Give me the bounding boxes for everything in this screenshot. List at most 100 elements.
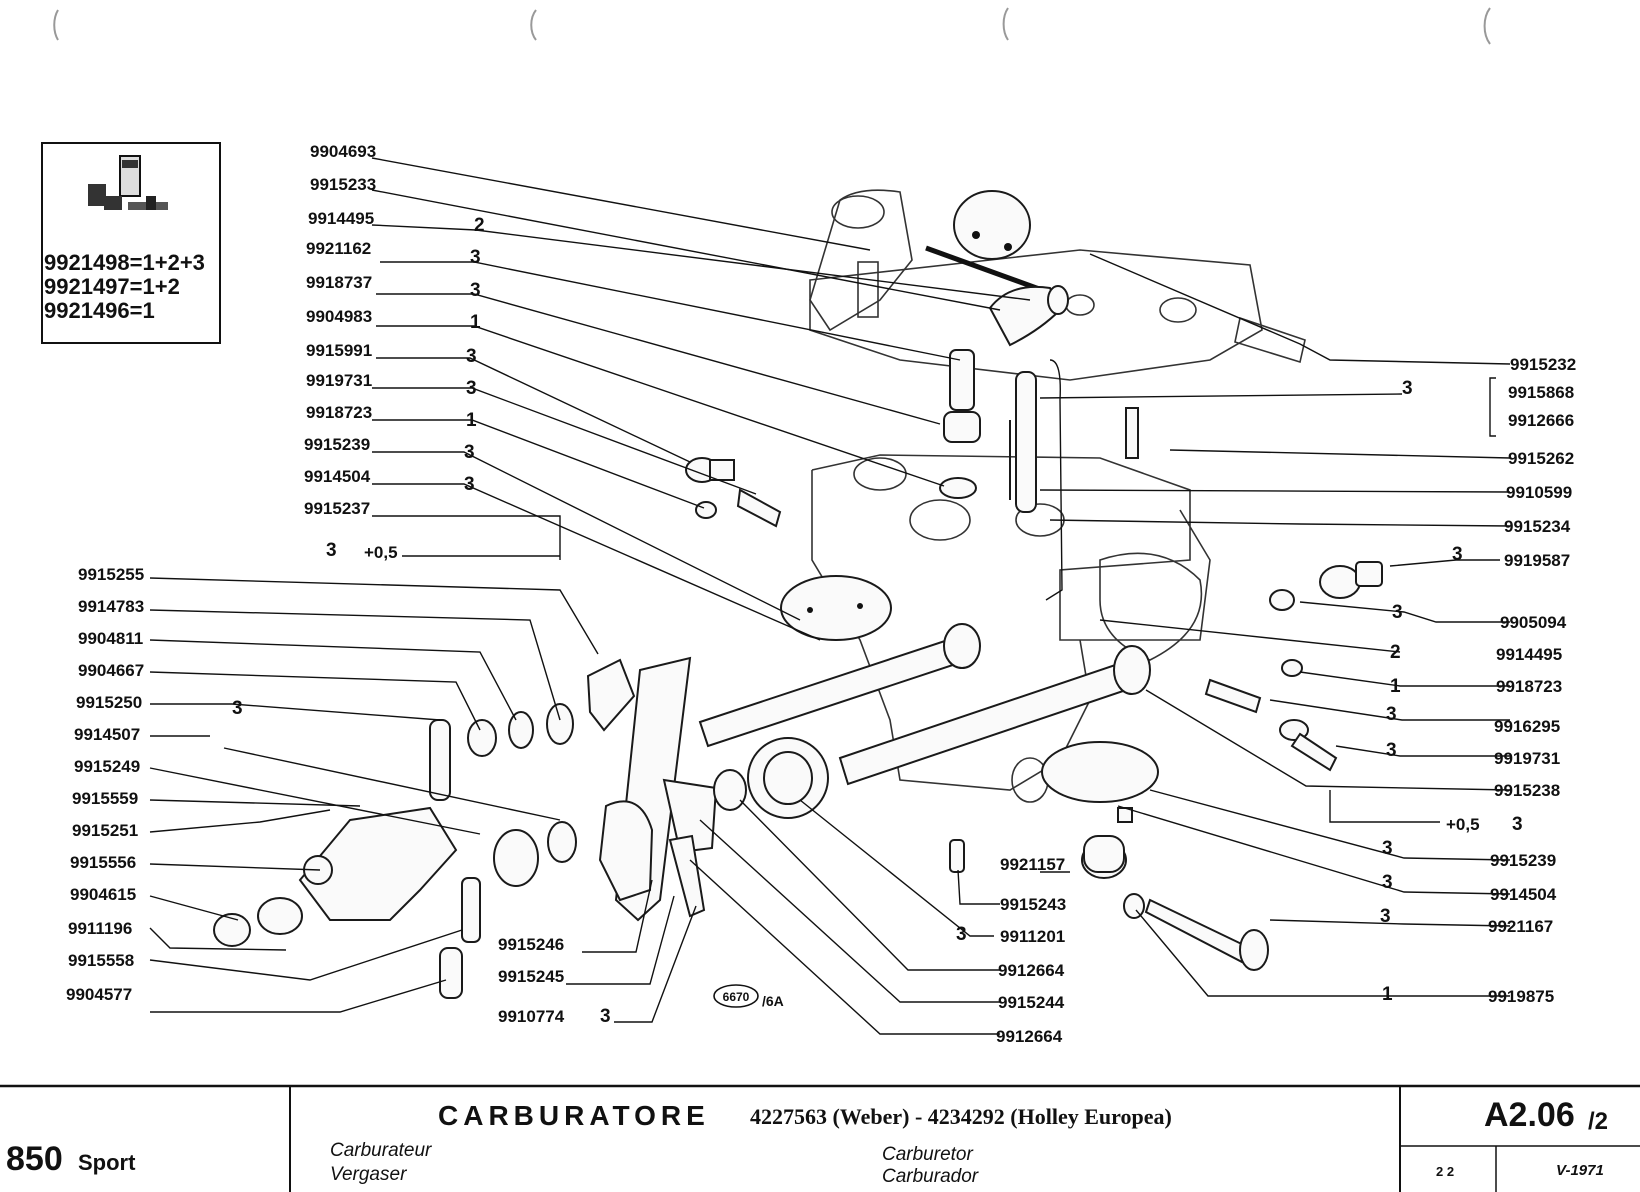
callout-qty: 3	[466, 378, 477, 399]
callout-pn: 9914495	[1496, 645, 1562, 664]
page-subtitle: 4227563 (Weber) - 4234292 (Holley Europe…	[750, 1104, 1172, 1129]
throttle-plate-upper	[925, 190, 1069, 347]
figure-reference: 6670 /6A	[713, 984, 784, 1009]
callout-pn: 9912664	[996, 1027, 1063, 1046]
callout-qty: 3	[1386, 704, 1397, 725]
callout-pn: 9911201	[1000, 927, 1065, 946]
callout-pn: 9915246	[498, 935, 564, 954]
footer-frame	[0, 1084, 1640, 1192]
callout-pn: 9915868	[1508, 383, 1574, 402]
callout-pn: 9915991	[306, 341, 372, 360]
callout-pn: 9912664	[998, 961, 1065, 980]
callout-pn: 9904577	[66, 985, 132, 1004]
callout-pn: 9904983	[306, 307, 372, 326]
callout-pn: 9915249	[74, 757, 140, 776]
title-fr: Carburateur	[330, 1140, 432, 1161]
callouts-middle: 9921157 9915243 9911201 3 9912664 991524…	[956, 855, 1066, 1046]
callout-pn: 9915245	[498, 967, 564, 986]
callout-pn: 9914507	[74, 725, 140, 744]
callout-pn: 9912666	[1508, 411, 1574, 430]
kit-line-3: 9921496=1	[44, 298, 155, 323]
callout-pn: 9918723	[306, 403, 372, 422]
callout-pn: 9919875	[1488, 987, 1554, 1006]
edition-date: V-1971	[1556, 1162, 1604, 1179]
callout-pn: 9919731	[1494, 749, 1560, 768]
callout-pn: 9919731	[306, 371, 372, 390]
callouts-right: 9915232 9915868 3 9912666 9915262 991059…	[1380, 355, 1576, 1006]
page-title: CARBURATORE	[438, 1100, 710, 1131]
throttle-shafts	[698, 420, 1159, 803]
callout-qty: 3	[1392, 602, 1403, 623]
callout-pn: 9915558	[68, 951, 134, 970]
callout-qty: 3	[1380, 906, 1391, 927]
callout-qty: 3	[464, 442, 475, 463]
figure-suffix: /6A	[762, 993, 784, 1009]
callout-pn: 9915239	[1490, 851, 1556, 870]
callout-pn: 9915251	[72, 821, 138, 840]
page-code: A2.06	[1484, 1096, 1575, 1134]
callout-pn: 9915233	[310, 175, 376, 194]
callout-qty: 2	[1390, 642, 1401, 663]
callout-pn: 9921157	[1000, 855, 1065, 874]
callout-pn: 9915239	[304, 435, 370, 454]
title-es: Carburador	[882, 1166, 979, 1187]
callout-qty: 1	[470, 312, 481, 333]
callout-qty: 3	[1512, 814, 1523, 835]
callout-pn: 9915262	[1508, 449, 1574, 468]
binder-holes	[53, 7, 1491, 45]
kit-line-1: 9921498=1+2+3	[44, 250, 205, 275]
callout-qty: 3	[466, 346, 477, 367]
callout-pn: 9915250	[76, 693, 142, 712]
kit-box: 9921498=1+2+3 9921497=1+2 9921496=1	[41, 142, 221, 344]
figure-code: 6670	[723, 990, 750, 1004]
idle-jets-upper	[685, 349, 1139, 601]
callout-pn: 9915237	[304, 499, 370, 518]
callout-pn: 9921162	[306, 239, 371, 258]
title-de: Vergaser	[330, 1164, 407, 1185]
callout-pn: 9915559	[72, 789, 138, 808]
callout-pn: 9910599	[1506, 483, 1572, 502]
callout-pn: 9918737	[306, 273, 372, 292]
callout-qty: 3	[956, 924, 967, 945]
callout-pn: 9914504	[1490, 885, 1557, 904]
callout-pn: 9904667	[78, 661, 144, 680]
leader-lines	[149, 157, 1511, 1035]
kit-line-2: 9921497=1+2	[44, 274, 180, 299]
linkage-parts	[213, 656, 1125, 999]
callout-qty: 2	[474, 215, 485, 236]
callout-qty: 1	[1390, 676, 1401, 697]
small-number: 2 2	[1436, 1164, 1455, 1179]
callout-pn: 9914495	[308, 209, 374, 228]
callout-pn: 9910774	[498, 1007, 565, 1026]
callouts-left: 9904693 9915233 9914495 2 9921162 3 9918…	[304, 142, 485, 562]
callout-extra: +0,5	[1446, 815, 1480, 834]
page-sub: /2	[1588, 1108, 1609, 1135]
callout-pn: 9915556	[70, 853, 136, 872]
callout-pn: 9904615	[70, 885, 136, 904]
callout-qty: 3	[1402, 378, 1413, 399]
callout-qty: 3	[600, 1006, 611, 1027]
bracket	[1489, 377, 1496, 437]
callout-qty: 3	[1386, 740, 1397, 761]
callout-qty: 3	[326, 540, 337, 561]
callout-qty: 3	[470, 247, 481, 268]
callout-pn: 9918723	[1496, 677, 1562, 696]
callout-qty: 3	[470, 280, 481, 301]
callout-qty: 3	[232, 698, 243, 719]
callouts-center: 9915246 9915245 9910774 3	[498, 935, 611, 1027]
callout-pn: 9921167	[1488, 917, 1553, 936]
callout-extra: +0,5	[364, 543, 398, 562]
title-en: Carburetor	[882, 1144, 973, 1165]
callout-pn: 9914783	[78, 597, 144, 616]
callout-qty: 1	[466, 410, 477, 431]
callout-pn: 9919587	[1504, 551, 1570, 570]
kit-icon	[88, 155, 168, 210]
model-number: 850	[6, 1140, 63, 1178]
callout-qty: 1	[1382, 984, 1393, 1005]
callout-pn: 9911196	[68, 919, 132, 938]
carburetor-body-upper	[809, 189, 1306, 381]
callout-pn: 9914504	[304, 467, 371, 486]
callout-pn: 9905094	[1500, 613, 1567, 632]
